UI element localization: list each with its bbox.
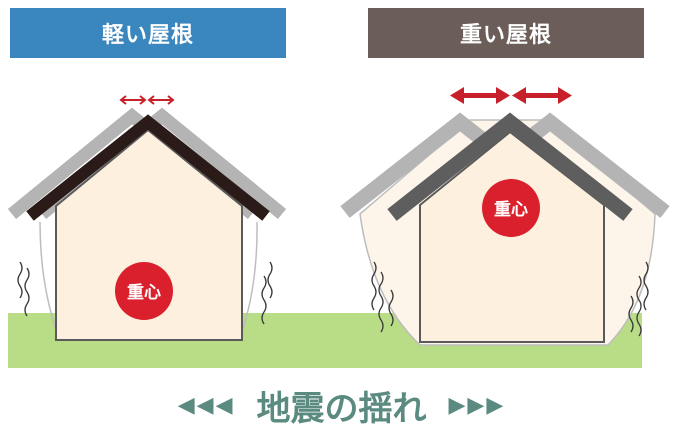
light-roof xyxy=(26,114,270,221)
light-roof-sway-arrows xyxy=(119,95,175,105)
heavy-house-shake-lines xyxy=(371,261,649,337)
heavy-roof-header: 重い屋根 xyxy=(368,8,644,58)
light-house-center-of-gravity xyxy=(115,262,173,320)
earthquake-caption: ◀◀◀ 地震の揺れ ▶▶▶ xyxy=(0,382,683,429)
heavy-house-walls xyxy=(419,130,605,343)
light-roof-house: 重心 xyxy=(7,95,287,341)
light-house-sway-outline-right xyxy=(240,221,258,336)
heavy-roof-house: 重心 xyxy=(340,87,670,346)
light-roof-header: 軽い屋根 xyxy=(10,8,286,58)
caption-text: 地震の揺れ xyxy=(256,388,427,429)
heavy-house-cog-label: 重心 xyxy=(494,199,528,220)
light-house-cog-label: 重心 xyxy=(127,282,161,303)
light-house-walls xyxy=(55,128,243,341)
heavy-roof-sway-arrows xyxy=(450,87,572,104)
heavy-roof xyxy=(387,112,633,221)
light-house-sway-outline-left xyxy=(39,221,59,336)
light-house-shake-lines xyxy=(17,261,273,325)
caption-left-arrows: ◀◀◀ xyxy=(177,392,235,418)
heavy-house-center-of-gravity xyxy=(482,179,540,237)
caption-right-arrows: ▶▶▶ xyxy=(448,392,506,418)
